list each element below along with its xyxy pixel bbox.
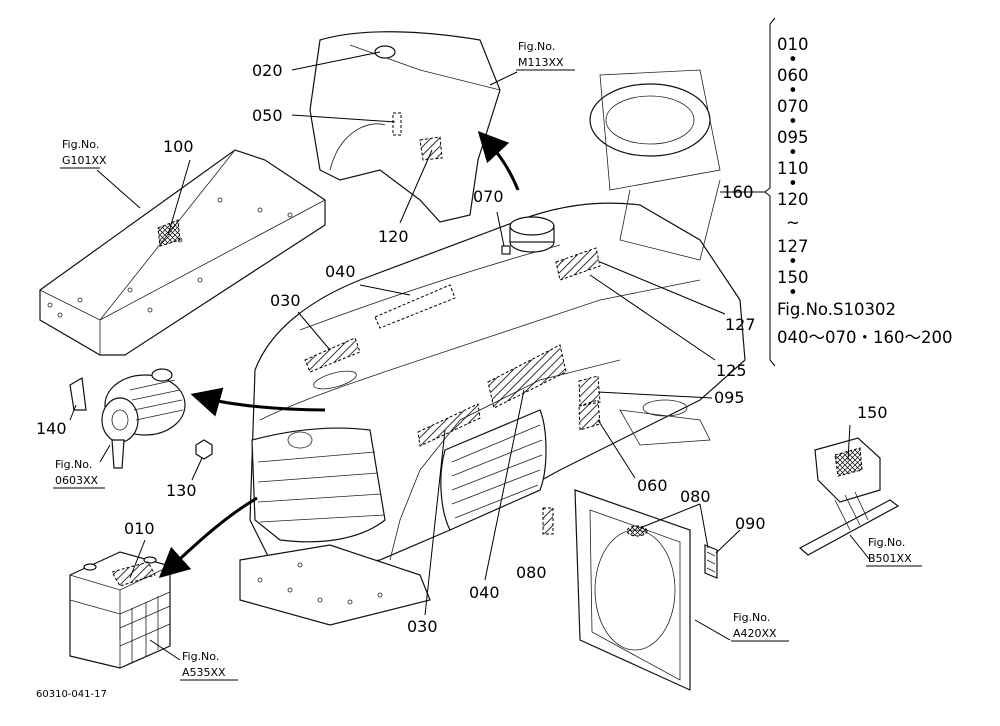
side-list-item-110: 110 [777,159,809,178]
callout-030-low: 030 [407,617,438,636]
side-list: 160 010 • 060 • 070 • 095 • 110 • 120 ~ … [722,35,952,347]
arrow-battery [158,496,258,579]
radiator-shroud [574,489,718,691]
figure-references: Fig.No. M113XX Fig.No. G101XX Fig.No. 06… [53,40,922,681]
callout-020: 020 [252,61,283,80]
callout-010: 010 [124,519,155,538]
dash-cover [309,31,501,223]
side-list-item-070: 070 [777,97,809,116]
fig-ref-m113-title: Fig.No. [518,40,555,53]
fig-ref-b501-code: B501XX [868,552,912,565]
arrow-dash-cover [477,130,520,191]
nut-part [195,439,213,460]
frame-part [39,149,326,356]
fig-ref-g101-title: Fig.No. [62,138,99,151]
callout-080-top: 080 [680,487,711,506]
side-list-item-127: 127 [777,237,809,256]
callout-095: 095 [714,388,745,407]
side-list-sep-3: • [788,112,798,131]
arrow-air-cleaner [190,387,326,417]
side-list-bracket [764,17,776,367]
callout-127: 127 [725,315,756,334]
callout-100: 100 [163,137,194,156]
battery [69,551,171,669]
drawing-code: 60310-041-17 [36,689,107,700]
wire-harness [798,437,900,556]
decal-040-top [374,284,456,329]
callout-040-top: 040 [325,262,356,281]
callout-070: 070 [473,187,504,206]
callout-labels: 020 050 100 120 070 040 030 140 130 010 … [36,61,888,636]
callout-140: 140 [36,419,67,438]
side-list-group-label: 160 [722,183,754,202]
callout-120: 120 [378,227,409,246]
label-080-low [542,507,554,535]
fig-ref-0603-title: Fig.No. [55,458,92,471]
callout-060: 060 [637,476,668,495]
side-list-fig-ref: Fig.No.S10302 [777,300,896,319]
decal-030-low [417,403,481,447]
side-list-sep-1: • [788,50,798,69]
callout-030-top: 030 [270,291,301,310]
air-cleaner [69,368,186,469]
callout-080-low: 080 [516,563,547,582]
fig-ref-a535-title: Fig.No. [182,650,219,663]
side-list-item-120: 120 [777,190,809,209]
side-list-fig-range: 040～070・160～200 [777,328,952,347]
decal-095 [578,375,601,407]
leader-lines [69,51,871,661]
side-list-sep-5: • [788,174,798,193]
callout-150: 150 [857,403,888,422]
decal-127 [555,247,601,281]
decal-070 [501,245,511,255]
callout-040-low: 040 [469,583,500,602]
decal-030 [304,337,361,373]
callout-125: 125 [716,361,747,380]
side-list-item-060: 060 [777,66,809,85]
side-list-sep-6: • [788,252,798,271]
steering-wheel [589,69,721,446]
fig-ref-b501-title: Fig.No. [868,536,905,549]
side-list-item-150: 150 [777,268,809,287]
side-list-range: ~ [786,213,800,232]
side-list-sep-4: • [788,143,798,162]
fig-ref-m113-code: M113XX [518,56,564,69]
fig-ref-a535-code: A535XX [182,666,226,679]
side-list-sep-2: • [788,81,798,100]
side-list-item-095: 095 [777,128,809,147]
fig-ref-a420-title: Fig.No. [733,611,770,624]
callout-050: 050 [252,106,283,125]
fig-ref-g101-code: G101XX [62,154,107,167]
side-list-sep-7: • [788,283,798,302]
callout-090: 090 [735,514,766,533]
decal-040-low [487,344,567,409]
side-list-item-010: 010 [777,35,809,54]
fig-ref-0603-code: 0603XX [55,474,99,487]
fig-ref-a420-code: A420XX [733,627,777,640]
callout-130: 130 [166,481,197,500]
decal-060 [578,399,601,431]
